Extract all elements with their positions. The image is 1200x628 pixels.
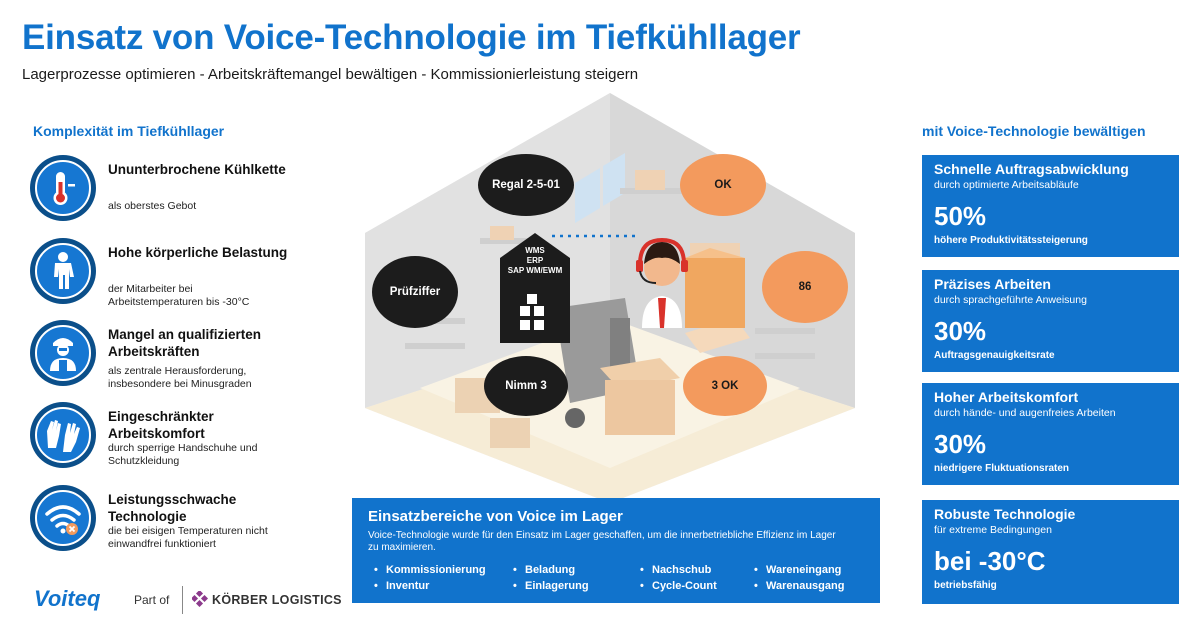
challenge-item-comfort: Eingeschränkter Arbeitskomfort durch spe…	[30, 402, 330, 472]
challenge-badge	[30, 320, 96, 386]
korber-logo: KÖRBER LOGISTICS	[212, 593, 342, 607]
benefit-value: 30%	[934, 429, 987, 459]
footer-logos: Voiteq Part of KÖRBER LOGISTICS	[34, 586, 342, 616]
benefit-title: Hoher Arbeitskomfort	[934, 389, 1079, 405]
benefit-value: 50%	[934, 201, 987, 231]
usage-item: Nachschub	[640, 564, 711, 576]
benefit-card-comfort: Hoher Arbeitskomfort durch hände- und au…	[922, 383, 1179, 485]
benefit-footer: Auftragsgenauigkeitsrate	[934, 350, 1055, 361]
benefit-footer: betriebsfähig	[934, 580, 997, 591]
challenge-badge	[30, 485, 96, 551]
worker-suit-icon	[54, 252, 74, 289]
system-label-line: ERP	[526, 256, 544, 265]
challenge-desc: durch sperrige Handschuhe und Schutzklei…	[108, 442, 258, 467]
challenge-title: Hohe körperliche Belastung	[108, 245, 288, 260]
logo-divider	[182, 586, 183, 614]
korber-mark-icon	[192, 591, 208, 607]
usage-item: Einlagerung	[513, 580, 588, 592]
usage-areas-box: Einsatzbereiche von Voice im Lager Voice…	[352, 498, 880, 603]
challenge-desc: die bei eisigen Temperaturen nicht einwa…	[108, 525, 268, 550]
challenge-item-cold-chain: Ununterbrochene Kühlkette als oberstes G…	[30, 155, 330, 225]
usage-item: Warenausgang	[754, 580, 845, 592]
speech-bubble-3ok: 3 OK	[683, 356, 767, 416]
challenge-badge	[30, 155, 96, 221]
speech-bubble-regal: Regal 2-5-01	[478, 154, 574, 216]
challenges-heading: Komplexität im Tiefkühllager	[33, 123, 225, 139]
usage-item: Cycle-Count	[640, 580, 717, 592]
worker-icon	[50, 338, 76, 371]
wifi-error-icon	[45, 505, 81, 535]
benefit-title: Schnelle Auftragsabwicklung	[934, 161, 1129, 177]
challenge-item-technology: Leistungsschwache Technologie die bei ei…	[30, 485, 330, 555]
system-label-line: SAP WM/EWM	[507, 266, 563, 275]
benefit-card-speed: Schnelle Auftragsabwicklung durch optimi…	[922, 155, 1179, 257]
challenge-item-labor-shortage: Mangel an qualifizierten Arbeitskräften …	[30, 320, 330, 390]
benefit-subtitle: für extreme Bedingungen	[934, 524, 1052, 536]
benefit-card-robust: Robuste Technologie für extreme Bedingun…	[922, 500, 1179, 604]
usage-item: Kommissionierung	[374, 564, 486, 576]
benefits-heading: mit Voice-Technologie bewältigen	[922, 123, 1146, 139]
usage-description: Voice-Technologie wurde für den Einsatz …	[368, 530, 836, 553]
speech-bubble-pruefziffer: Prüfziffer	[372, 256, 458, 328]
challenge-title: Ununterbrochene Kühlkette	[108, 162, 286, 177]
page-title: Einsatz von Voice-Technologie im Tiefküh…	[22, 18, 801, 57]
benefit-subtitle: durch optimierte Arbeitsabläufe	[934, 179, 1079, 191]
challenge-badge	[30, 238, 96, 304]
usage-list: Kommissionierung Beladung Nachschub Ware…	[374, 564, 876, 598]
speech-bubble-86: 86	[762, 251, 848, 323]
part-of-label: Part of	[134, 593, 170, 607]
benefit-card-accuracy: Präzises Arbeiten durch sprachgeführte A…	[922, 270, 1179, 372]
benefit-title: Präzises Arbeiten	[934, 276, 1051, 292]
gloves-icon	[47, 420, 80, 452]
benefit-value: 30%	[934, 316, 987, 346]
challenge-desc: als zentrale Herausforderung, insbesonde…	[108, 365, 252, 390]
challenge-title: Eingeschränkter Arbeitskomfort	[108, 409, 214, 441]
system-label-line: WMS	[525, 246, 545, 255]
speech-bubble-nimm: Nimm 3	[484, 356, 568, 416]
challenge-desc: der Mitarbeiter bei Arbeitstemperaturen …	[108, 283, 250, 308]
usage-title: Einsatzbereiche von Voice im Lager	[368, 508, 623, 525]
voiteq-logo: Voiteq	[34, 586, 101, 611]
benefit-subtitle: durch sprachgeführte Anweisung	[934, 294, 1087, 306]
challenge-desc: als oberstes Gebot	[108, 200, 197, 212]
benefit-value: bei -30°C	[934, 546, 1046, 576]
benefit-subtitle: durch hände- und augenfreies Arbeiten	[934, 407, 1116, 419]
system-label: WMS ERP SAP WM/EWM	[500, 246, 570, 276]
page-subtitle: Lagerprozesse optimieren - Arbeitskräfte…	[22, 66, 639, 83]
usage-item: Beladung	[513, 564, 575, 576]
warehouse-scene: WMS ERP SAP WM/EWM Regal 2-5-01 OK Prüfz…	[360, 88, 860, 508]
benefit-footer: niedrigere Fluktuationsraten	[934, 463, 1070, 474]
usage-item: Wareneingang	[754, 564, 841, 576]
challenge-badge	[30, 402, 96, 468]
benefit-title: Robuste Technologie	[934, 506, 1076, 522]
usage-item: Inventur	[374, 580, 430, 592]
thermometer-icon	[53, 172, 75, 205]
challenge-title: Mangel an qualifizierten Arbeitskräften	[108, 327, 262, 359]
benefit-footer: höhere Produktivitätssteigerung	[934, 235, 1088, 246]
speech-bubble-ok: OK	[680, 154, 766, 216]
challenge-title: Leistungsschwache Technologie	[108, 492, 237, 524]
challenge-item-physical-load: Hohe körperliche Belastung der Mitarbeit…	[30, 238, 330, 308]
